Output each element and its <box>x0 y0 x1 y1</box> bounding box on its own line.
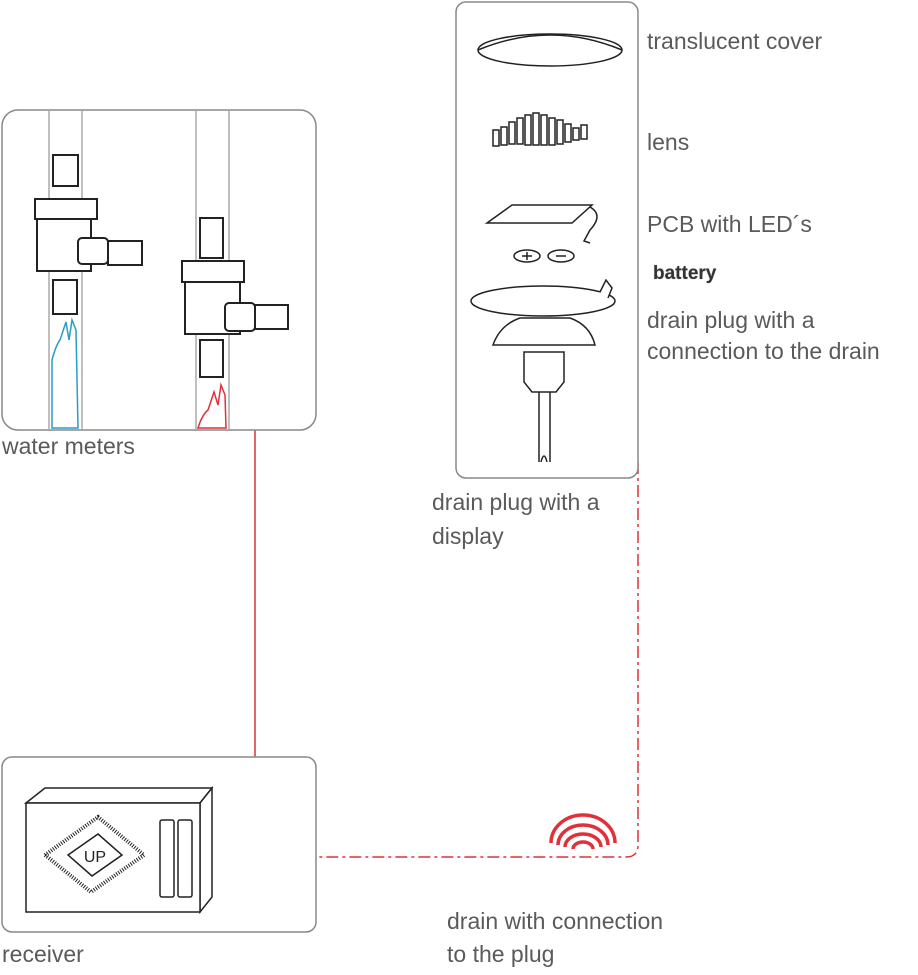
drain-plug-label-1: drain plug with a <box>647 307 815 333</box>
water-meter-icon <box>181 217 289 378</box>
water-meters-label: water meters <box>2 433 135 459</box>
receiver-panel: UP <box>1 756 317 933</box>
pcb-label: PCB with LED´s <box>647 211 812 237</box>
drain-plug-exploded-icon <box>470 33 623 463</box>
drain-plug-body-icon <box>470 278 616 463</box>
drain-plug-panel <box>455 1 639 479</box>
drain-display-label-1: drain plug with a <box>432 489 600 515</box>
drain-display-label-2: display <box>432 523 504 549</box>
battery-icon <box>177 819 193 898</box>
receiver-label: receiver <box>2 941 84 967</box>
cold-water-flow <box>51 317 79 429</box>
drain-plug-label-2: connection to the drain <box>647 338 880 364</box>
water-meters-panel <box>1 109 317 431</box>
drain-connection-label-2: to the plug <box>447 941 555 967</box>
pcb-icon <box>484 204 598 244</box>
battery-cell-icon <box>513 249 575 263</box>
drain-connection-label-1: drain with connection <box>447 908 664 934</box>
chip-label: UP <box>84 849 106 866</box>
lens-icon <box>492 112 588 147</box>
wireless-signal-icon <box>549 813 617 850</box>
wireless-connection-line <box>316 462 639 858</box>
receiver-icon <box>23 785 214 915</box>
water-meter-icon <box>34 154 143 315</box>
battery-icon <box>159 819 175 898</box>
battery-label: battery <box>653 263 717 284</box>
translucent-cover-label: translucent cover <box>647 28 823 54</box>
lens-label: lens <box>647 129 690 155</box>
hot-water-flow <box>196 382 227 429</box>
translucent-cover-icon <box>477 33 623 67</box>
